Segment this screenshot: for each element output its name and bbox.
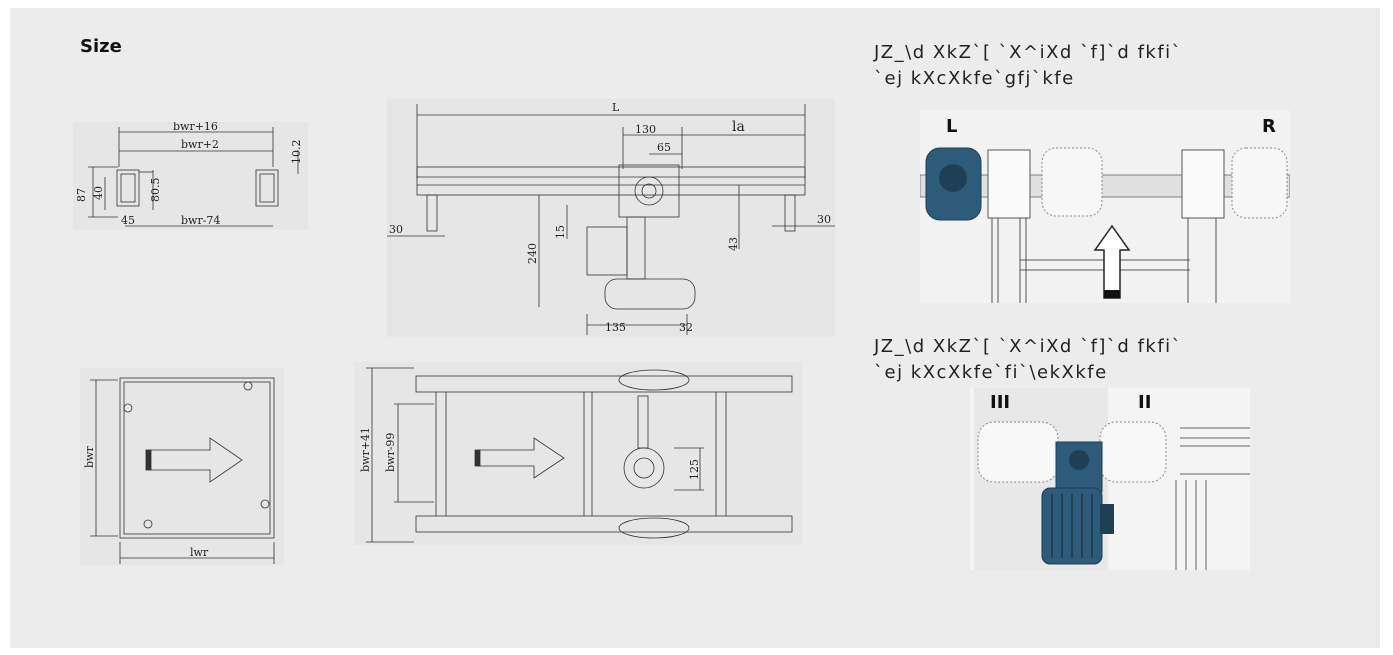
profile-label-45: 45 xyxy=(121,214,135,227)
side-label-L: L xyxy=(612,101,620,114)
profile-label-10-2: 10.2 xyxy=(290,140,303,165)
profile-drawing: bwr+16 bwr+2 10.2 87 40 80.5 45 bwr-74 xyxy=(73,122,308,230)
profile-label-bwr74: bwr-74 xyxy=(181,214,220,227)
marker-II: II xyxy=(1138,392,1151,413)
top-view-large-drawing: bwr+41 bwr-99 125 xyxy=(354,362,802,545)
motor-orientation-caption-line2: `ej kXcXkfe`fi`\ekXkfe xyxy=(874,362,1108,383)
top-small-label-lwr: lwr xyxy=(190,546,209,559)
side-elevation-svg: L 130 la 65 30 30 240 15 43 135 32 xyxy=(387,101,835,335)
top-large-label-bwr41: bwr+41 xyxy=(359,427,372,472)
side-elevation-drawing: L 130 la 65 30 30 240 15 43 135 32 xyxy=(387,99,835,337)
side-label-30-left: 30 xyxy=(389,223,403,236)
motor-position-caption-line2: `ej kXcXkfe`gfj`kfe xyxy=(874,68,1075,89)
side-label-135: 135 xyxy=(605,321,626,334)
motor-position-image: L R xyxy=(920,110,1290,303)
side-label-65: 65 xyxy=(657,141,671,154)
side-label-15: 15 xyxy=(554,225,567,239)
side-label-43: 43 xyxy=(727,237,740,251)
page-title: Size xyxy=(80,36,122,57)
motor-position-svg: L R xyxy=(920,110,1290,303)
marker-R: R xyxy=(1262,116,1276,137)
side-label-32: 32 xyxy=(679,321,693,334)
profile-drawing-svg: bwr+16 bwr+2 10.2 87 40 80.5 45 bwr-74 xyxy=(75,122,303,227)
profile-label-bwr2: bwr+2 xyxy=(181,138,219,151)
motor-position-caption: JZ_\d XkZ`[ `X^iXd `f]`d fkfi` `ej kXcXk… xyxy=(874,40,1182,92)
top-view-small-drawing: bwr lwr xyxy=(80,368,284,565)
motor-position-caption-line1: JZ_\d XkZ`[ `X^iXd `f]`d fkfi` xyxy=(874,42,1183,63)
marker-L: L xyxy=(946,116,957,137)
motor-orientation-image: III II xyxy=(970,388,1250,570)
side-label-la: la xyxy=(732,119,745,135)
profile-label-40: 40 xyxy=(92,186,105,200)
side-label-30-right: 30 xyxy=(817,213,831,226)
top-view-small-svg: bwr lwr xyxy=(83,377,275,564)
side-label-240: 240 xyxy=(526,243,539,264)
top-view-large-svg: bwr+41 bwr-99 125 xyxy=(359,367,793,543)
profile-label-80-5: 80.5 xyxy=(149,178,162,203)
top-large-label-bwr99: bwr-99 xyxy=(384,433,397,472)
motor-orientation-caption: JZ_\d XkZ`[ `X^iXd `f]`d fkfi` `ej kXcXk… xyxy=(874,334,1182,386)
profile-label-87: 87 xyxy=(75,188,88,202)
motor-orientation-caption-line1: JZ_\d XkZ`[ `X^iXd `f]`d fkfi` xyxy=(874,336,1183,357)
top-small-label-bwr: bwr xyxy=(83,446,96,468)
side-label-130: 130 xyxy=(635,123,656,136)
profile-label-bwr16: bwr+16 xyxy=(173,122,218,133)
marker-III: III xyxy=(990,392,1010,413)
top-large-label-125: 125 xyxy=(688,459,701,480)
motor-orientation-svg: III II xyxy=(970,388,1250,570)
